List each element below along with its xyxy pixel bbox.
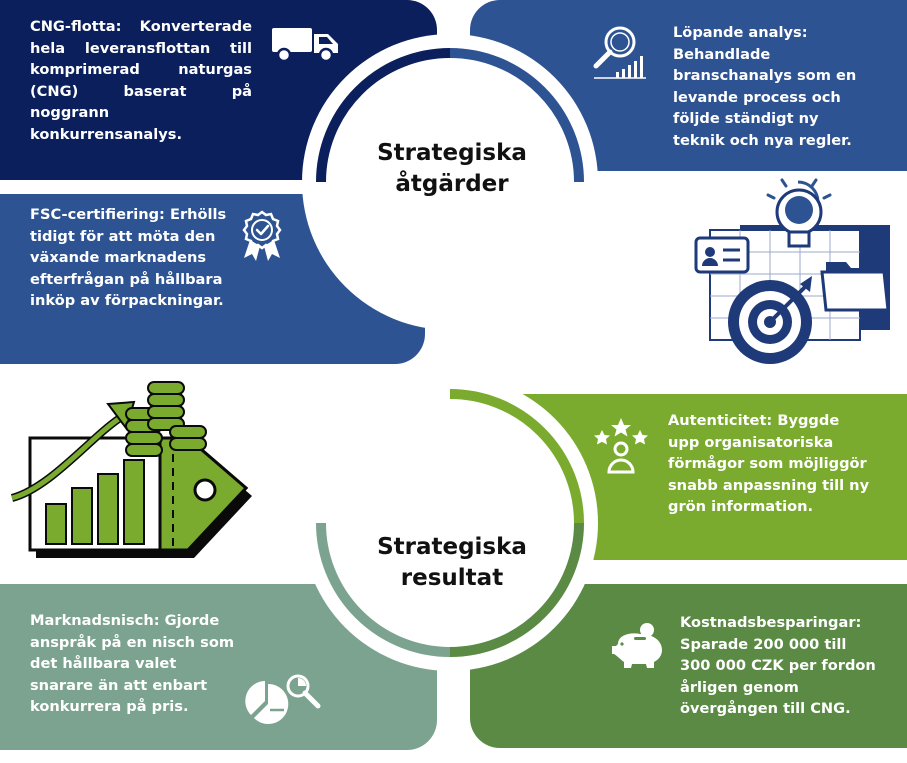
card-authenticity-text: Autenticitet: Byggde upp organisatoriska… [668,412,870,515]
card-market-niche-text: Marknadsnisch: Gjorde anspråk på en nisc… [30,612,235,715]
card-cost-savings: Kostnadsbesparingar: Sparade 200 000 til… [470,584,907,748]
bottom-center-title: Strategiska resultat [352,532,552,594]
delivery-truck-icon [272,28,338,63]
bottom-title-line1: Strategiska [377,534,527,560]
strategy-target-illustration [694,178,890,364]
growth-chart-coins-tag-illustration [10,381,252,558]
person-stars-icon [594,418,648,474]
card-continuous-analysis-text: Löpande analys: Behandlade branschanalys… [673,24,857,149]
piggy-bank-icon [612,623,662,668]
pie-chart-search-icon [245,674,321,724]
card-cost-savings-text: Kostnadsbesparingar: Sparade 200 000 til… [680,614,876,717]
top-center-title: Strategiska åtgärder [352,138,552,200]
card-cng-fleet-text: CNG-flotta: Konverterade hela leveransfl… [30,18,252,143]
magnifier-chart-icon [593,26,646,79]
top-center-ring [302,34,598,330]
bottom-center-ring [302,375,598,671]
top-title-line2: åtgärder [395,171,509,197]
certificate-badge-icon [242,210,282,261]
top-title-line1: Strategiska [377,140,527,166]
bottom-title-line2: resultat [400,565,504,591]
card-fsc-certification-text: FSC-certifiering: Erhölls tidigt för att… [30,206,227,309]
